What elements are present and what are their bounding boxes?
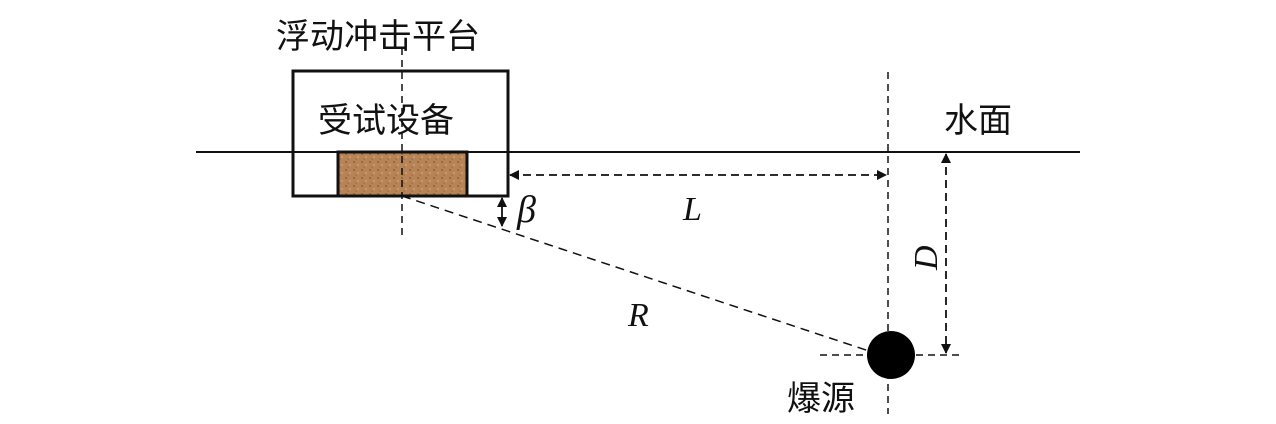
platform-label: 浮动冲击平台 — [276, 17, 480, 57]
water-surface-label: 水面 — [944, 101, 1012, 141]
equipment-label: 受试设备 — [318, 101, 454, 141]
angle-beta-label: β — [516, 189, 536, 231]
depth-d-label: D — [908, 245, 945, 271]
explosion-source-label: 爆源 — [787, 379, 855, 419]
standoff-r-label: R — [627, 297, 649, 334]
standoff-line — [401, 195, 873, 353]
explosion-charge — [867, 331, 915, 379]
distance-l-label: L — [682, 191, 702, 228]
